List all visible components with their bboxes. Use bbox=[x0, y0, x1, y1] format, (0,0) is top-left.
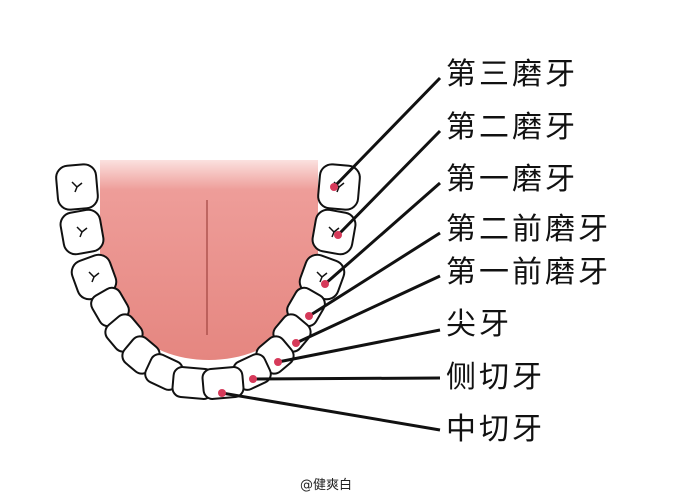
leader-line-second-premolar bbox=[308, 231, 441, 318]
leader-line-first-molar bbox=[324, 181, 441, 286]
label-central-incisor: 中切牙 bbox=[446, 412, 545, 447]
watermark: @健爽白 bbox=[300, 478, 353, 493]
label-second-molar: 第二磨牙 bbox=[446, 110, 578, 145]
leader-line-second-molar bbox=[336, 129, 442, 237]
label-first-molar: 第一磨牙 bbox=[446, 162, 578, 197]
marker-dot-canine bbox=[274, 358, 282, 366]
molar-groove bbox=[71, 181, 83, 193]
marker-dot-first-premolar bbox=[292, 339, 300, 347]
marker-dot-central-incisor bbox=[218, 389, 226, 397]
leader-line-canine bbox=[277, 328, 441, 364]
marker-dot-third-molar bbox=[330, 183, 338, 191]
leader-line-third-molar bbox=[332, 76, 442, 189]
label-second-premolar: 第二前磨牙 bbox=[446, 212, 611, 247]
leader-line-lateral-incisor bbox=[252, 376, 441, 381]
molar-groove bbox=[88, 271, 100, 283]
marker-dot-first-molar bbox=[321, 280, 329, 288]
tongue bbox=[100, 160, 318, 360]
leader-line-central-incisor bbox=[221, 391, 441, 432]
leader-line-first-premolar bbox=[295, 274, 441, 345]
label-third-molar: 第三磨牙 bbox=[446, 57, 578, 92]
label-first-premolar: 第一前磨牙 bbox=[446, 255, 611, 290]
molar-groove bbox=[328, 226, 340, 238]
tooth-right-central-incisor bbox=[201, 366, 245, 400]
marker-dot-second-premolar bbox=[305, 312, 313, 320]
molar-groove bbox=[316, 271, 328, 283]
marker-dot-second-molar bbox=[334, 231, 342, 239]
molar-groove bbox=[76, 226, 88, 238]
label-canine: 尖牙 bbox=[446, 307, 512, 342]
label-lateral-incisor: 侧切牙 bbox=[446, 360, 545, 395]
marker-dot-lateral-incisor bbox=[249, 375, 257, 383]
